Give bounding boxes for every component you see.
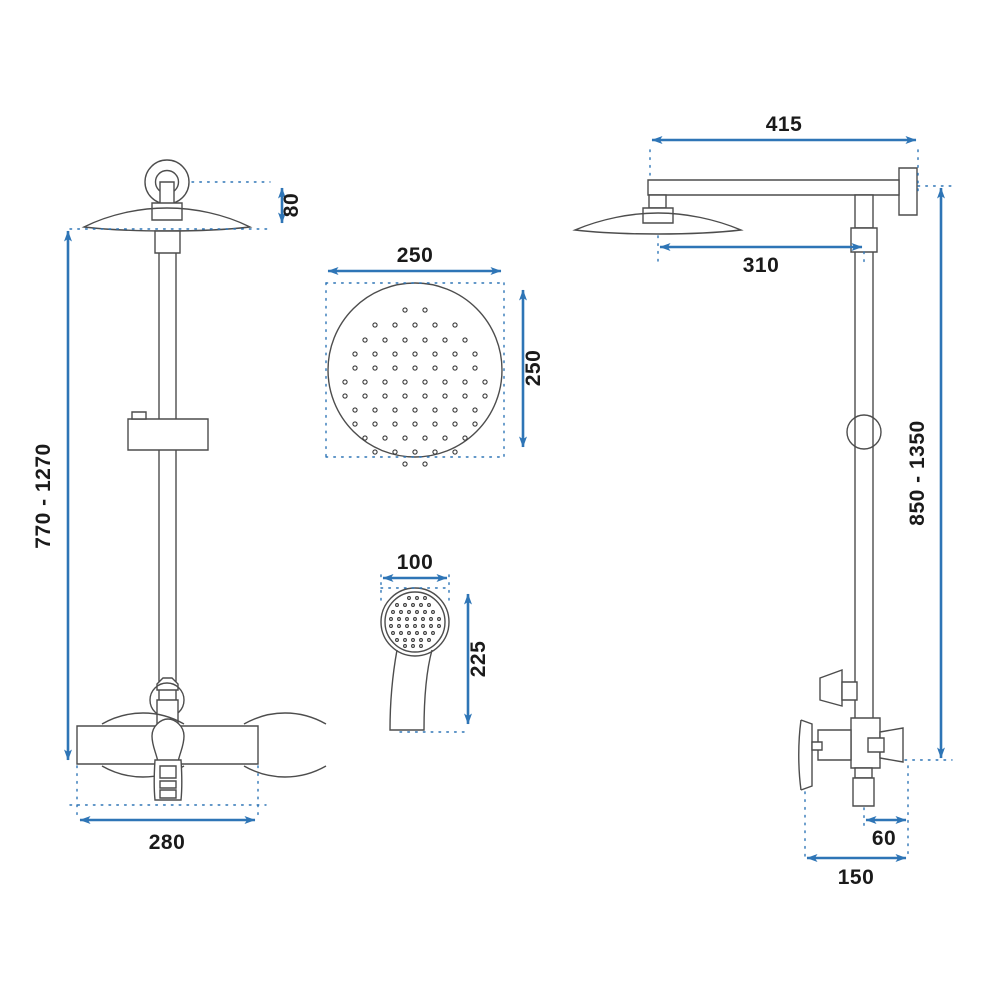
side-slider-ring xyxy=(846,414,882,450)
dimension-60: 60 xyxy=(865,816,907,850)
front-riser-rail xyxy=(154,230,181,728)
dimension-770-1270-label: 770 - 1270 xyxy=(32,443,55,548)
dimension-280: 280 xyxy=(79,816,256,854)
dimension-80-label: 80 xyxy=(280,193,303,217)
dimension-100-label: 100 xyxy=(397,551,434,574)
rain-head-nozzle-grid xyxy=(342,307,488,467)
front-mixer-body xyxy=(76,712,327,778)
dimension-310: 310 xyxy=(659,243,863,277)
dimension-310-label: 310 xyxy=(743,254,780,277)
dimension-225-label: 225 xyxy=(467,641,490,678)
front-slider-bracket xyxy=(127,411,209,451)
side-wall-flange xyxy=(898,167,918,216)
rain-head-outline xyxy=(327,282,503,458)
dimension-80: 80 xyxy=(278,187,303,224)
hand-shower-face-inner xyxy=(384,591,446,653)
dimension-100: 100 xyxy=(382,551,448,582)
dimension-415-label: 415 xyxy=(766,113,803,136)
dimension-150-label: 150 xyxy=(838,866,875,889)
side-shower-arm xyxy=(647,179,900,196)
dimension-150: 150 xyxy=(806,854,907,889)
dimension-250-height-label: 250 xyxy=(522,350,545,387)
hand-shower-nozzle-grid xyxy=(389,596,441,648)
side-head-drop xyxy=(642,194,674,224)
dimension-250-height: 250 xyxy=(519,289,545,448)
hand-shower-view: 100 225 xyxy=(380,551,490,733)
overhead-shower-view: 250 250 xyxy=(325,244,545,467)
side-handset-holder xyxy=(819,669,858,707)
dimension-770-1270: 770 - 1270 xyxy=(32,230,72,761)
hand-shower-handle xyxy=(389,649,433,731)
front-head-joint xyxy=(144,159,190,221)
dimension-850-1350-label: 850 - 1350 xyxy=(906,420,929,525)
front-mixer-lever xyxy=(151,718,185,801)
side-mixer-body xyxy=(798,717,904,807)
dimension-250-width: 250 xyxy=(327,244,502,275)
dimension-280-label: 280 xyxy=(149,831,186,854)
dimension-415: 415 xyxy=(651,113,917,144)
side-rain-head-disc xyxy=(572,212,744,235)
side-view: 415 310 850 - 1350 60 150 xyxy=(572,113,953,889)
front-rain-head xyxy=(81,207,253,232)
dimension-250-width-label: 250 xyxy=(397,244,434,267)
dimension-850-1350: 850 - 1350 xyxy=(906,187,945,759)
front-view: 80 770 - 1270 280 xyxy=(32,159,327,854)
hand-shower-face-outer xyxy=(380,587,450,657)
dimension-225: 225 xyxy=(464,593,490,725)
dimension-60-label: 60 xyxy=(872,827,896,850)
side-riser-pipe xyxy=(850,194,878,730)
